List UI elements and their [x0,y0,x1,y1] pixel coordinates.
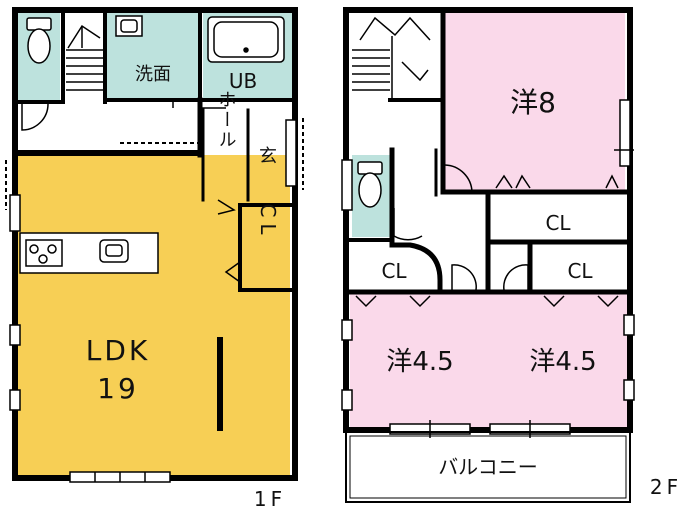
western-left-area[interactable] [350,292,490,427]
ldk-area[interactable] [15,155,290,478]
doors-1f [21,100,241,283]
stairs-2f [352,16,431,98]
western-right-area[interactable] [490,292,630,427]
hall-label: ホール [216,90,237,150]
washbasin-icon [115,15,143,37]
closet-left-label: CL [381,259,407,283]
western-right-label: 洋4.5 [529,347,596,377]
dashed-lines-1f [5,118,304,210]
ldk-size-label: 19 [97,372,139,405]
ldk-label: LDK [86,334,151,367]
windows-2f [341,99,635,438]
toilet-2f-icon [357,161,383,208]
floor-1: 洗面 UB ホール 玄 CL LDK 19 1F [5,7,304,511]
closet-right-label: CL [567,259,593,283]
floor-2: 洋8 CL CL CL 洋4.5 洋4.5 バルコニー 2F [341,7,682,503]
closet-1f-label: CL [256,203,280,240]
stairs-1f [66,24,103,91]
floor-2-label: 2F [650,475,682,499]
doors-2f [355,164,619,308]
entrance-label: 玄 [259,146,277,167]
bathtub-icon [207,16,285,63]
windows-1f [9,119,297,483]
toilet-icon [26,17,52,64]
washroom-label: 洗面 [135,64,171,85]
western-large-label: 洋8 [510,86,556,119]
balcony [345,431,631,503]
balcony-label: バルコニー [438,455,538,479]
western-left-label: 洋4.5 [386,347,453,377]
closet-top-label: CL [545,211,571,235]
kitchen-counter [19,232,159,274]
floor-1-label: 1F [254,487,286,511]
bath-label: UB [229,69,257,93]
walls-2f [343,7,633,433]
western-large-area[interactable] [445,12,625,192]
